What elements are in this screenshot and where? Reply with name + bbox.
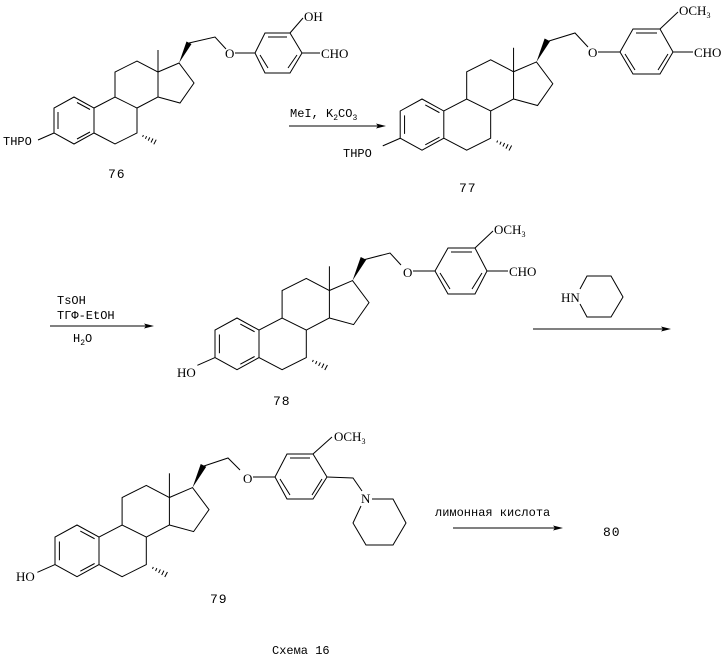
och3-label: OCH3 xyxy=(334,429,365,446)
compound-number: 79 xyxy=(210,592,228,607)
steroid-skeleton xyxy=(197,257,369,370)
cho-label: CHO xyxy=(694,45,721,60)
steroid-skeleton xyxy=(38,42,194,145)
oh-label: OH xyxy=(304,9,323,24)
reagent-line-3: H2O xyxy=(73,332,92,348)
amine-n-label: N xyxy=(361,491,371,506)
och3-bond xyxy=(475,231,493,248)
reaction-arrow-4: лимонная кислота xyxy=(435,506,563,531)
compound-78: HO O OCH3 CHO 78 xyxy=(177,222,536,409)
side-chain xyxy=(189,37,226,49)
phenyl-ring xyxy=(275,454,327,499)
reaction-arrow-2: TsOH ТГФ-EtOH H2O xyxy=(50,294,154,348)
side-chain xyxy=(549,33,588,47)
ether-o-label: O xyxy=(588,45,597,60)
phenyl-ring xyxy=(435,248,487,294)
och3-label: OCH3 xyxy=(494,222,525,239)
hn-label: HN xyxy=(561,290,580,305)
och3-bond xyxy=(313,437,332,454)
phenyl-ring xyxy=(620,29,673,74)
scheme-title: Схема 16 xyxy=(272,644,330,658)
thpo-label: THPO xyxy=(343,147,372,161)
ether-o-label: O xyxy=(243,471,252,486)
thpo-label: THPO xyxy=(3,135,32,149)
compound-77: THPO O OCH3 CHO 77 xyxy=(343,3,721,196)
compound-number: 78 xyxy=(273,394,291,409)
steroid-skeleton xyxy=(37,464,209,577)
reagent-line-2: ТГФ-EtOH xyxy=(57,309,115,323)
compound-79: HO O OCH3 N 79 xyxy=(16,429,406,607)
och3-label: OCH3 xyxy=(679,3,710,20)
piperidine-reagent: HN xyxy=(561,276,623,317)
cho-label: CHO xyxy=(321,46,348,61)
benzyl-bond xyxy=(327,477,362,491)
compound-number: 77 xyxy=(459,181,477,196)
ether-o-label: O xyxy=(225,46,234,61)
compound-80-number: 80 xyxy=(603,525,621,540)
compound-76: THPO O OH CHO 76 xyxy=(3,9,348,182)
piperidine-ring xyxy=(580,276,623,317)
reaction-arrow-1: MeI, K2CO3 xyxy=(289,107,386,129)
reaction-arrow-3: HN xyxy=(533,276,671,332)
side-chain xyxy=(204,458,240,470)
cho-label: CHO xyxy=(509,264,536,279)
hydroxy-label: HO xyxy=(177,365,196,380)
ether-o-label: O xyxy=(403,265,412,280)
hydroxy-label: HO xyxy=(16,569,35,584)
phenyl-ring xyxy=(255,33,302,73)
och3-bond xyxy=(660,12,678,29)
reagent-line-1: TsOH xyxy=(57,294,86,308)
oh-bond xyxy=(290,18,303,33)
steroid-skeleton xyxy=(383,39,553,151)
reagent-label: MeI, K2CO3 xyxy=(290,107,357,123)
compound-number: 76 xyxy=(108,167,126,182)
reagent-label: лимонная кислота xyxy=(435,506,550,520)
side-chain xyxy=(363,253,401,265)
